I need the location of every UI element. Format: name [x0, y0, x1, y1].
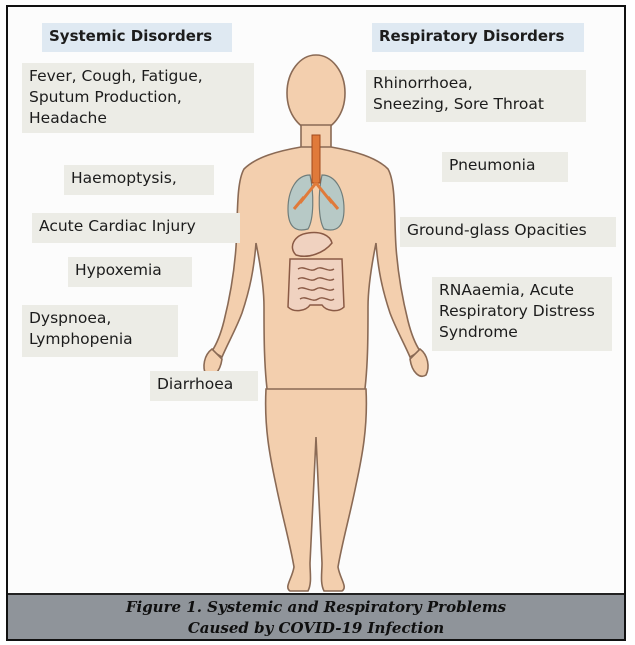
label-rhinorrhoea-sneezing: Rhinorrhoea, Sneezing, Sore Throat: [366, 70, 586, 122]
figure-caption: Figure 1. Systemic and Respiratory Probl…: [8, 593, 624, 639]
label-hypoxemia: Hypoxemia: [68, 257, 192, 287]
label-pneumonia: Pneumonia: [442, 152, 568, 182]
figure-frame: Systemic Disorders Respiratory Disorders…: [6, 5, 626, 641]
label-dyspnoea-lymphopenia: Dyspnoea, Lymphopenia: [22, 305, 178, 357]
label-rnaaemia-ards: RNAaemia, Acute Respiratory Distress Syn…: [432, 277, 612, 351]
colon: [288, 259, 344, 311]
caption-line-2: Caused by COVID-19 Infection: [8, 618, 624, 639]
body-head: [287, 55, 345, 131]
heading-systemic-disorders: Systemic Disorders: [42, 23, 232, 52]
label-fever-cough-fatigue: Fever, Cough, Fatigue, Sputum Production…: [22, 63, 254, 133]
trachea-tube: [312, 135, 320, 183]
heading-respiratory-disorders: Respiratory Disorders: [372, 23, 584, 52]
label-haemoptysis: Haemoptysis,: [64, 165, 214, 195]
label-diarrhoea: Diarrhoea: [150, 371, 258, 401]
label-acute-cardiac-injury: Acute Cardiac Injury: [32, 213, 240, 243]
caption-line-1: Figure 1. Systemic and Respiratory Probl…: [8, 597, 624, 618]
diagram-area: Systemic Disorders Respiratory Disorders…: [8, 7, 624, 592]
label-ground-glass-opacities: Ground-glass Opacities: [400, 217, 616, 247]
body-legs: [266, 389, 367, 591]
